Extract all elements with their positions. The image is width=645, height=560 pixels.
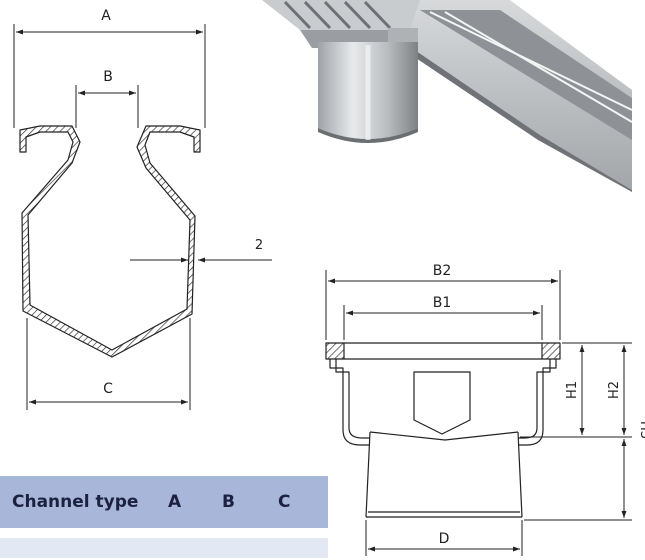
dim-label-a: A	[101, 8, 111, 24]
spec-table-header: Channel type A B C	[0, 476, 328, 528]
dim-label-b2: B2	[433, 263, 452, 279]
spec-table: Channel type A B C	[0, 476, 328, 558]
header-c: C	[278, 492, 291, 512]
channel-dimensions	[13, 24, 272, 410]
dim-label-h1: H1	[565, 381, 580, 399]
dim-label-h2: H2	[607, 381, 622, 399]
dim-label-b1: B1	[433, 295, 452, 311]
dim-label-b: B	[103, 69, 113, 85]
dim-label-c: C	[103, 381, 113, 397]
spec-table-row	[0, 538, 328, 558]
dim-label-d: D	[439, 531, 450, 547]
dim-label-h3: H3	[637, 421, 645, 439]
header-channel-type: Channel type	[12, 492, 139, 512]
outlet-dimensions	[325, 270, 632, 556]
outlet-drawing	[325, 342, 561, 518]
header-a: A	[168, 492, 182, 512]
product-photo	[262, 0, 633, 192]
dim-label-thickness: 2	[255, 238, 263, 253]
header-b: B	[222, 492, 235, 512]
channel-cross-section	[19, 125, 201, 358]
